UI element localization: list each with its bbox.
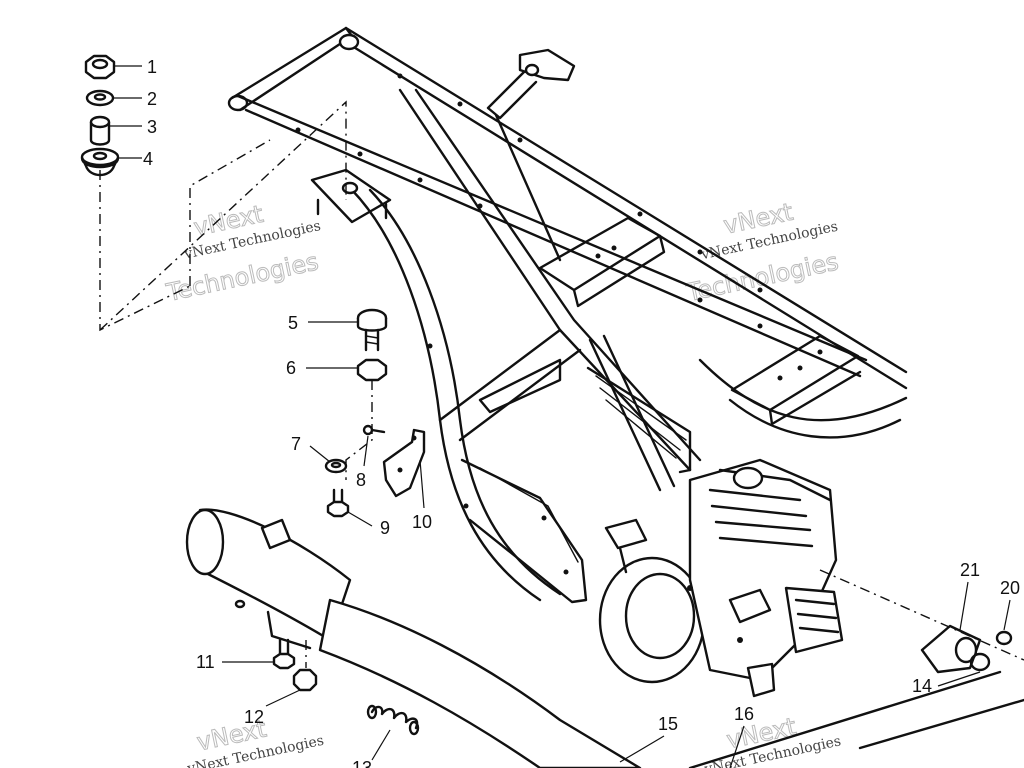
part-5-bolt — [356, 308, 388, 352]
part-6-nut — [356, 358, 388, 382]
callout-15: 15 — [658, 714, 678, 734]
callout-6: 6 — [286, 358, 296, 378]
assembly-line-1-4 — [99, 170, 191, 332]
callout-4: 4 — [143, 149, 153, 169]
part-2-washer — [85, 89, 115, 107]
muffler — [185, 508, 642, 768]
callout-11: 11 — [196, 652, 215, 672]
part-11-bolt — [272, 638, 296, 670]
callout-21: 21 — [960, 560, 980, 580]
part-8-screw — [362, 424, 386, 436]
callout-9: 9 — [380, 518, 390, 538]
assembly-line-5-7 — [345, 380, 373, 480]
part-9-bolt — [326, 488, 350, 518]
callout-16: 16 — [734, 704, 754, 724]
callout-5: 5 — [288, 313, 298, 333]
part-13-spring — [366, 704, 420, 736]
callout-8: 8 — [356, 470, 366, 490]
callout-14: 14 — [912, 676, 932, 696]
callout-20: 20 — [1000, 578, 1020, 598]
frame-holes — [295, 73, 823, 575]
frame — [227, 26, 908, 604]
assembly-line-left — [189, 139, 271, 286]
part-4-grommet — [80, 147, 120, 177]
assembly-line-upper — [99, 100, 347, 331]
part-7-washer — [324, 458, 348, 474]
callout-labels: 1 2 3 4 5 6 7 8 9 10 11 12 13 14 15 16 2… — [143, 57, 1020, 768]
callout-3: 3 — [147, 117, 157, 137]
callout-2: 2 — [147, 89, 157, 109]
watermark-top-left: vNext vNext Technologies Technologies — [163, 199, 322, 307]
exhaust-flange — [688, 569, 1024, 768]
callout-10: 10 — [412, 512, 432, 532]
engine — [598, 458, 844, 698]
part-10-bracket — [382, 428, 426, 498]
part-12-nut — [292, 640, 318, 692]
leader-lines — [109, 65, 1011, 768]
callout-13: 13 — [352, 758, 372, 768]
part-3-spacer — [89, 115, 111, 146]
part-1-nut — [84, 54, 116, 80]
callout-12: 12 — [244, 707, 264, 727]
callout-1: 1 — [147, 57, 157, 77]
callout-7: 7 — [291, 434, 301, 454]
